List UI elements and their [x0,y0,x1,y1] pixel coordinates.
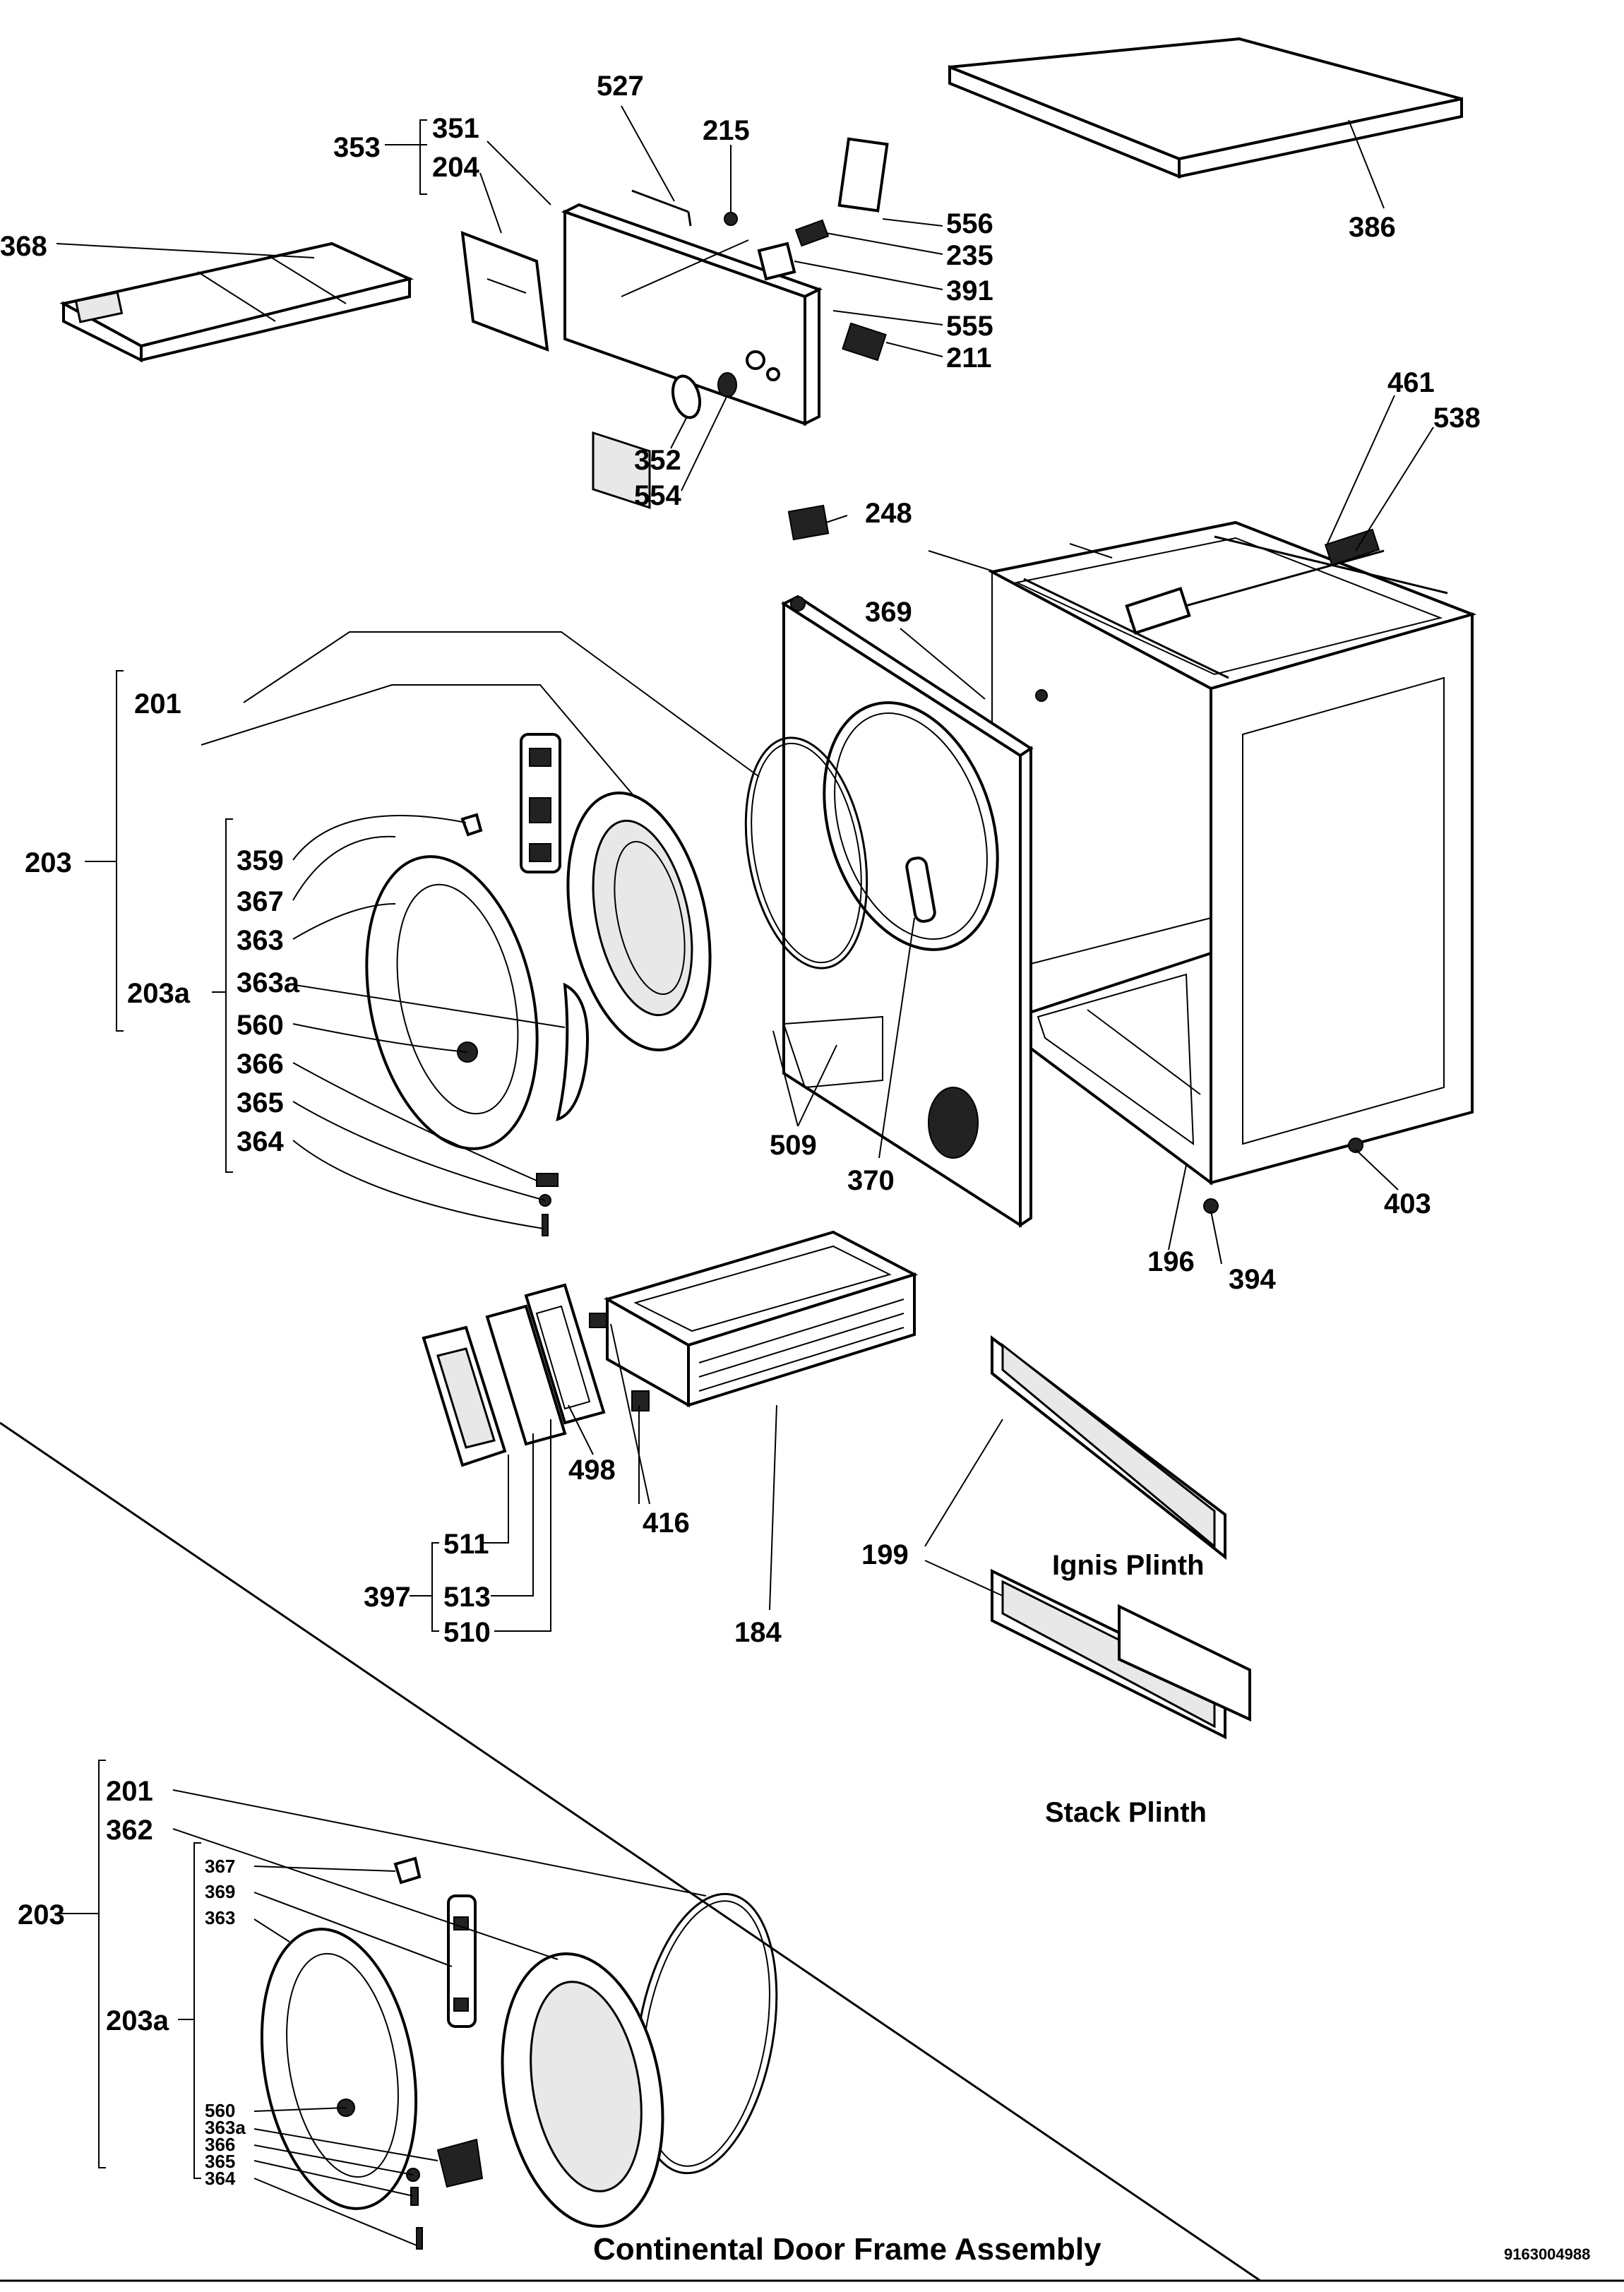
label-359: 359 [237,845,284,876]
label-391: 391 [946,275,993,306]
part-labels: 368 353 351 204 527 215 556 235 391 555 … [0,71,1481,1828]
inset-label-369: 369 [205,1881,235,1902]
label-560: 560 [237,1010,284,1041]
filter-assembly [422,1283,650,1467]
label-365: 365 [237,1087,284,1118]
label-416: 416 [643,1508,690,1539]
label-554: 554 [634,480,681,511]
inset-label-366: 366 [205,2134,235,2155]
label-397: 397 [364,1582,411,1613]
label-215: 215 [703,115,750,146]
top-lid [948,37,1463,209]
label-352: 352 [634,445,681,476]
label-351: 351 [432,113,479,144]
inset-label-362: 362 [106,1815,153,1846]
inset-labels: 201 362 203 367 369 363 203a 560 363a 36… [18,1776,1101,2267]
inset-label-203a: 203a [106,2005,169,2036]
label-509: 509 [770,1130,817,1161]
label-367: 367 [237,886,284,917]
condenser-unit [603,1230,919,1408]
control-panel [561,203,823,509]
dispenser-drawer [56,241,414,363]
label-513: 513 [443,1582,491,1613]
stack-plinth [991,1568,1251,1740]
label-403: 403 [1384,1188,1431,1219]
label-196: 196 [1147,1246,1195,1277]
label-369: 369 [865,597,912,628]
caption-stack-plinth: Stack Plinth [1045,1797,1207,1828]
inset-label-203: 203 [18,1899,65,1930]
label-366: 366 [237,1049,284,1080]
label-556: 556 [946,208,993,239]
ignis-plinth [991,1335,1226,1560]
label-527: 527 [597,71,644,102]
label-510: 510 [443,1617,491,1648]
inset-leader-lines [58,1760,707,2246]
label-368: 368 [0,231,47,262]
label-370: 370 [847,1165,895,1196]
label-538: 538 [1433,402,1481,434]
leader-lines [85,105,1434,1632]
door-outer-ring [365,855,539,1150]
label-201: 201 [134,688,181,720]
door-hinge [520,733,561,873]
label-353: 353 [333,132,381,163]
inset-title: Continental Door Frame Assembly [593,2232,1101,2267]
door-inner-frame [566,791,712,1052]
inset-label-367: 367 [205,1856,235,1877]
panel-fittings [671,137,889,541]
door-seal [744,736,868,969]
inset-label-365: 365 [205,2151,235,2172]
label-204: 204 [432,152,479,183]
label-235: 235 [946,240,993,271]
front-panel [780,595,1034,1228]
label-511: 511 [443,1529,489,1560]
inset-label-363a: 363a [205,2117,246,2138]
label-498: 498 [568,1455,616,1486]
label-248: 248 [865,498,912,529]
inset-label-201: 201 [106,1776,153,1807]
label-394: 394 [1229,1264,1276,1295]
document-number: 9163004988 [1504,2245,1590,2263]
strip-527 [631,189,689,213]
inset-label-363: 363 [205,1907,235,1928]
label-363a: 363a [237,967,300,998]
label-364: 364 [237,1126,284,1157]
inset-label-560: 560 [205,2100,235,2121]
cabinet [988,520,1477,1214]
program-facia [460,230,549,352]
label-555: 555 [946,311,993,342]
door-small-parts [460,813,559,1236]
label-461: 461 [1387,367,1435,398]
label-211: 211 [946,342,992,374]
label-203a: 203a [127,978,191,1009]
inset-frame [0,1421,1624,2282]
inset-label-364: 364 [205,2168,236,2189]
inset-door-drawing [260,1856,778,2250]
label-199: 199 [861,1539,909,1570]
caption-ignis-plinth: Ignis Plinth [1052,1550,1205,1581]
label-363: 363 [237,925,284,956]
label-203: 203 [25,847,72,878]
label-386: 386 [1349,212,1396,243]
door-handle [556,982,589,1122]
label-184: 184 [734,1617,782,1648]
